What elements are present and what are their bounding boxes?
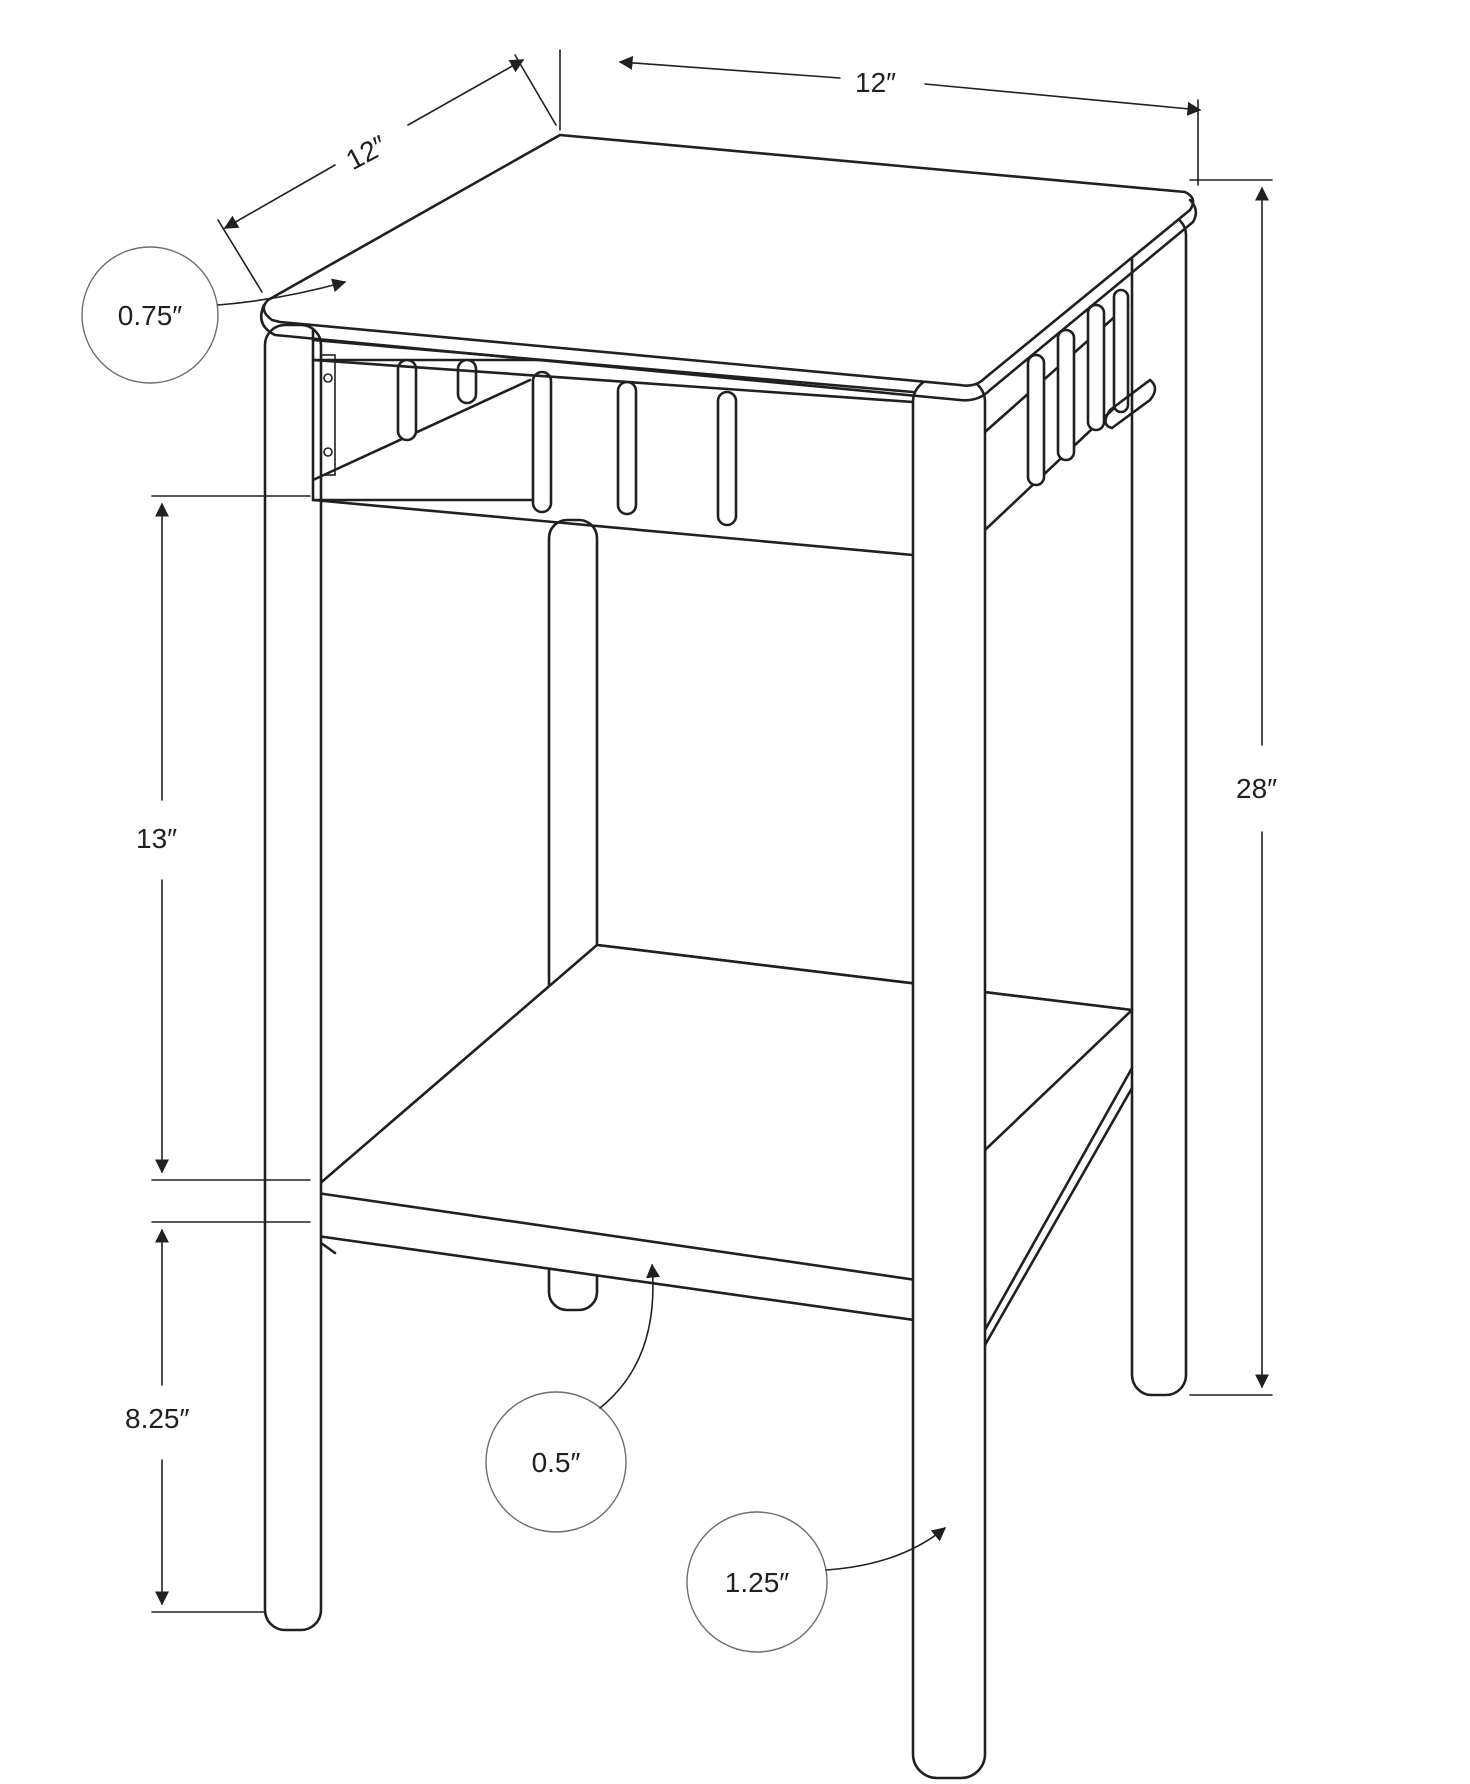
depth-label: 12″ (341, 129, 392, 176)
left-apron (311, 328, 547, 502)
height-dimension (1189, 179, 1273, 1396)
right-side-spindles (1026, 288, 1130, 487)
front-right-leg (911, 376, 987, 1780)
front-left-leg (263, 323, 323, 1632)
shelf-spacing-dimension (151, 495, 311, 1181)
shelf-spacing-label: 13″ (136, 823, 177, 854)
top-thickness-callout (81, 246, 219, 384)
shelf-thickness-callout (485, 1391, 627, 1533)
width-label: 12″ (855, 67, 896, 98)
leg-diameter-callout (686, 1511, 828, 1653)
back-right-leg (1130, 213, 1188, 1397)
shelf-thickness-label: 0.5″ (532, 1447, 581, 1478)
table-top (262, 133, 1195, 387)
depth-dimension (217, 54, 557, 293)
shelf-height-label: 8.25″ (125, 1403, 189, 1434)
top-thickness-label: 0.75″ (118, 300, 182, 331)
width-dimension (559, 49, 1202, 186)
leg-diameter-label: 1.25″ (725, 1567, 789, 1598)
shelf-height-dimension (151, 1221, 311, 1613)
height-label: 28″ (1236, 773, 1277, 804)
bottom-shelf (308, 943, 1134, 1332)
